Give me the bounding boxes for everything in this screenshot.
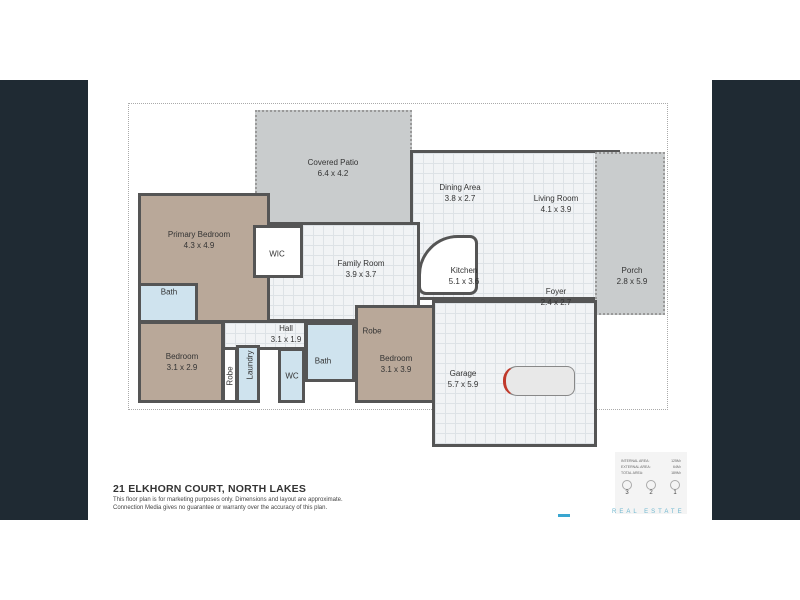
room-name: Primary Bedroom bbox=[167, 230, 231, 239]
label: INTERNAL AREA: bbox=[621, 459, 650, 463]
room-name: Living Room bbox=[533, 194, 579, 203]
room-size: 4.3 x 4.9 bbox=[183, 241, 215, 250]
room-size: 3.1 x 1.9 bbox=[270, 335, 302, 344]
label-laundry: Laundry bbox=[245, 350, 255, 380]
car-icon bbox=[670, 480, 680, 490]
room-name: Porch bbox=[621, 266, 643, 275]
room-name: Hall bbox=[279, 324, 293, 333]
room-name: Bedroom bbox=[379, 354, 413, 363]
value: 189M² bbox=[671, 471, 681, 475]
room-size: 5.1 x 3.6 bbox=[448, 277, 480, 286]
disclaimer-line: This floor plan is for marketing purpose… bbox=[113, 497, 343, 503]
room-hall bbox=[222, 320, 307, 350]
bath-count: 2 bbox=[649, 490, 653, 496]
room-laundry bbox=[236, 345, 260, 403]
room-name: Kitchen bbox=[450, 266, 478, 275]
room-size: 4.1 x 3.9 bbox=[540, 205, 572, 214]
room-size: 2.8 x 5.9 bbox=[616, 277, 648, 286]
room-size: 3.9 x 3.7 bbox=[345, 270, 377, 279]
label-garage: Garage 5.7 x 5.9 bbox=[448, 368, 479, 390]
label-wic: WIC bbox=[269, 249, 285, 259]
value: 125M² bbox=[671, 459, 681, 463]
property-address: 21 ELKHORN COURT, NORTH LAKES bbox=[113, 483, 307, 495]
brand-logo-text: REAL ESTATE bbox=[612, 509, 685, 515]
label: EXTERNAL AREA: bbox=[621, 465, 651, 469]
label-kitchen: Kitchen 5.1 x 3.6 bbox=[449, 265, 480, 287]
bed-count: 3 bbox=[625, 490, 629, 496]
room-size: 5.7 x 5.9 bbox=[447, 380, 479, 389]
room-wc bbox=[278, 348, 305, 403]
label-primary-bedroom: Primary Bedroom 4.3 x 4.9 bbox=[168, 229, 230, 251]
site-boundary bbox=[128, 103, 668, 410]
area-info-box: INTERNAL AREA: 125M² EXTERNAL AREA: 64M² T… bbox=[615, 452, 687, 514]
bath-icon bbox=[646, 480, 656, 490]
room-bath2 bbox=[305, 322, 355, 382]
room-size: 6.4 x 4.2 bbox=[317, 169, 349, 178]
label-porch: Porch 2.8 x 5.9 bbox=[617, 265, 648, 287]
car-count: 1 bbox=[673, 490, 677, 496]
room-size: 3.1 x 3.9 bbox=[380, 365, 412, 374]
external-area: EXTERNAL AREA: 64M² bbox=[615, 465, 687, 469]
label-robe2: Robe bbox=[362, 326, 382, 336]
label-hall: Hall 3.1 x 1.9 bbox=[271, 323, 302, 345]
label-wc: WC bbox=[285, 371, 299, 381]
room-name: Foyer bbox=[545, 287, 567, 296]
label-living: Living Room 4.1 x 3.9 bbox=[534, 193, 578, 215]
label-foyer: Foyer 2.4 x 2.7 bbox=[541, 286, 572, 308]
disclaimer-line: Connection Media gives no guarantee or w… bbox=[113, 505, 328, 511]
total-area: TOTAL AREA: 189M² bbox=[615, 471, 687, 475]
label-robe1: Robe bbox=[225, 366, 235, 386]
bed-icon bbox=[622, 480, 632, 490]
label-bath1: Bath bbox=[160, 287, 178, 297]
room-porch bbox=[595, 152, 665, 315]
internal-area: INTERNAL AREA: 125M² bbox=[615, 459, 687, 463]
left-dark-border bbox=[0, 80, 88, 520]
label: TOTAL AREA: bbox=[621, 471, 644, 475]
label-bedroom2: Bedroom 3.1 x 2.9 bbox=[166, 351, 198, 373]
room-covered-patio bbox=[255, 110, 412, 225]
label-bedroom3: Bedroom 3.1 x 3.9 bbox=[380, 353, 412, 375]
car-icon bbox=[503, 366, 575, 396]
label-bath2: Bath bbox=[314, 356, 332, 366]
disclaimer: This floor plan is for marketing purpose… bbox=[113, 496, 343, 512]
accent-bar bbox=[558, 514, 570, 517]
room-size: 3.1 x 2.9 bbox=[166, 363, 198, 372]
room-name: Dining Area bbox=[439, 183, 481, 192]
label-dining: Dining Area 3.8 x 2.7 bbox=[439, 182, 480, 204]
label-family: Family Room 3.9 x 3.7 bbox=[337, 258, 384, 280]
room-size: 3.8 x 2.7 bbox=[444, 194, 476, 203]
value: 64M² bbox=[673, 465, 681, 469]
room-wic bbox=[253, 225, 303, 278]
room-name: Garage bbox=[449, 369, 477, 378]
label-covered-patio: Covered Patio 6.4 x 4.2 bbox=[308, 157, 359, 179]
room-name: Family Room bbox=[337, 259, 385, 268]
room-bedroom2 bbox=[138, 321, 224, 403]
room-name: Bedroom bbox=[165, 352, 199, 361]
right-dark-border bbox=[712, 80, 800, 520]
room-size: 2.4 x 2.7 bbox=[540, 298, 572, 307]
room-name: Covered Patio bbox=[307, 158, 359, 167]
